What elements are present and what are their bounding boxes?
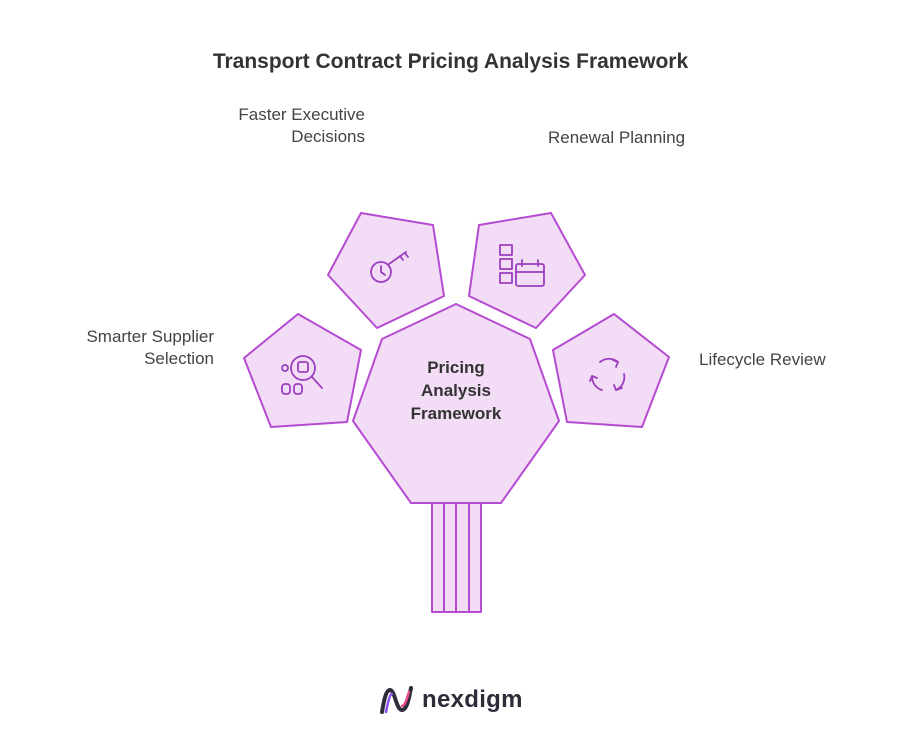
center-heptagon bbox=[352, 303, 560, 504]
petal-renewal-planning bbox=[468, 212, 586, 329]
clock-key-icon bbox=[370, 251, 409, 283]
center-label-line1: Pricing bbox=[427, 358, 485, 377]
petal-supplier-selection bbox=[243, 313, 362, 428]
cycle-arrows-icon bbox=[589, 357, 626, 391]
label-lifecycle-review: Lifecycle Review bbox=[699, 350, 826, 369]
label-renewal-planning: Renewal Planning bbox=[548, 128, 686, 147]
petal-lifecycle-review bbox=[552, 313, 670, 428]
page-title: Transport Contract Pricing Analysis Fram… bbox=[212, 50, 689, 73]
label-faster-line1: Faster Executive bbox=[238, 105, 365, 124]
label-supplier-line2: Selection bbox=[144, 349, 214, 368]
label-supplier-line1: Smarter Supplier bbox=[86, 327, 214, 346]
label-faster-line2: Decisions bbox=[291, 127, 365, 146]
nexdigm-logo-icon bbox=[380, 686, 413, 714]
supplier-search-icon bbox=[281, 355, 323, 395]
center-label-line2: Analysis bbox=[421, 381, 491, 400]
brand-logo: nexdigm bbox=[378, 680, 523, 720]
center-label-line3: Framework bbox=[411, 404, 502, 423]
label-supplier-selection: Smarter Supplier Selection bbox=[30, 326, 214, 370]
calendar-planning-icon bbox=[499, 244, 545, 287]
brand-name: nexdigm bbox=[422, 686, 523, 713]
petal-faster-decisions bbox=[327, 212, 445, 329]
label-faster-decisions: Faster Executive Decisions bbox=[180, 104, 365, 148]
